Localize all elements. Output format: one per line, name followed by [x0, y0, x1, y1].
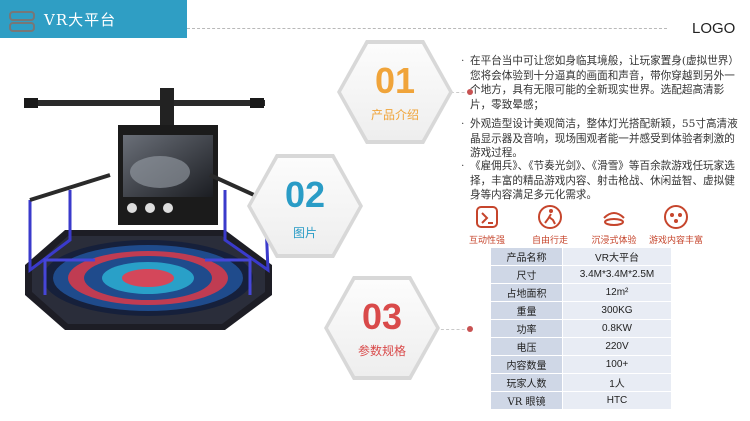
feature-label: 沉浸式体验 [591, 236, 637, 246]
section-label: 产品介绍 [370, 108, 419, 122]
spec-value: 1人 [562, 373, 672, 392]
section-number: 03 [361, 296, 403, 337]
feature-label: 自由行走 [531, 236, 568, 246]
logo: LOGO [692, 20, 736, 37]
section-number: 02 [284, 174, 326, 215]
spec-key: 玩家人数 [490, 373, 563, 392]
section-hex-specs: 03 参数规格 [324, 276, 440, 380]
spec-value: 3.4M*3.4M*2.5M [562, 265, 672, 284]
spec-value: 220V [562, 337, 672, 356]
section-label: 图片 [292, 226, 317, 240]
section-number: 01 [374, 60, 416, 101]
bullet-paragraph: ·《雇佣兵》、《节奏光剑》、《滑雪》等百余款游戏任玩家选择，丰富的精品游戏内容、… [461, 160, 735, 201]
page-title: VR大平台 [44, 11, 117, 29]
feature-label: 游戏内容丰富 [648, 236, 703, 246]
section-label: 参数规格 [357, 344, 406, 358]
spec-value: 12m² [562, 283, 672, 302]
game-content-icon [664, 205, 688, 229]
spec-value: HTC [562, 391, 672, 410]
feature-free-walk: 自由行走 [514, 204, 586, 246]
spec-key: 内容数量 [490, 355, 563, 374]
section-hex-images: 02 图片 [247, 154, 363, 258]
spec-value: 0.8KW [562, 319, 672, 338]
header-divider [187, 28, 667, 29]
immersive-icon [603, 212, 625, 226]
feature-immersive: 沉浸式体验 [578, 204, 650, 246]
spec-key: 产品名称 [490, 247, 563, 266]
connector-dot [467, 89, 473, 95]
spec-key: VR 眼镜 [490, 391, 563, 410]
interactive-icon [476, 206, 498, 228]
binder-ring-icon [9, 22, 35, 32]
connector-line [440, 92, 470, 93]
spec-key: 占地面积 [490, 283, 563, 302]
feature-interactive: 互动性强 [451, 204, 523, 246]
walking-person-icon [538, 205, 562, 229]
spec-key: 重量 [490, 301, 563, 320]
vr-platform-image [24, 88, 272, 330]
binder-ring-icon [9, 11, 35, 21]
spec-value: 100+ [562, 355, 672, 374]
feature-label: 互动性强 [468, 236, 505, 246]
spec-key: 功率 [490, 319, 563, 338]
spec-value: 300KG [562, 301, 672, 320]
spec-key: 尺寸 [490, 265, 563, 284]
section-hex-product-intro: 01 产品介绍 [337, 40, 453, 144]
bullet-paragraph: ·外观造型设计美观简洁，整体灯光搭配新颖，55寸高清液晶显示器及音响，现场围观者… [461, 118, 738, 159]
feature-rich-content: 游戏内容丰富 [640, 204, 712, 246]
spec-key: 电压 [490, 337, 563, 356]
connector-dot [467, 326, 473, 332]
connector-line [420, 329, 470, 330]
bullet-paragraph: ·在平台当中可让您如身临其境般，让玩家置身(虚拟世界）您将会体验到十分逼真的画面… [461, 55, 739, 111]
spec-value: VR大平台 [562, 247, 672, 266]
